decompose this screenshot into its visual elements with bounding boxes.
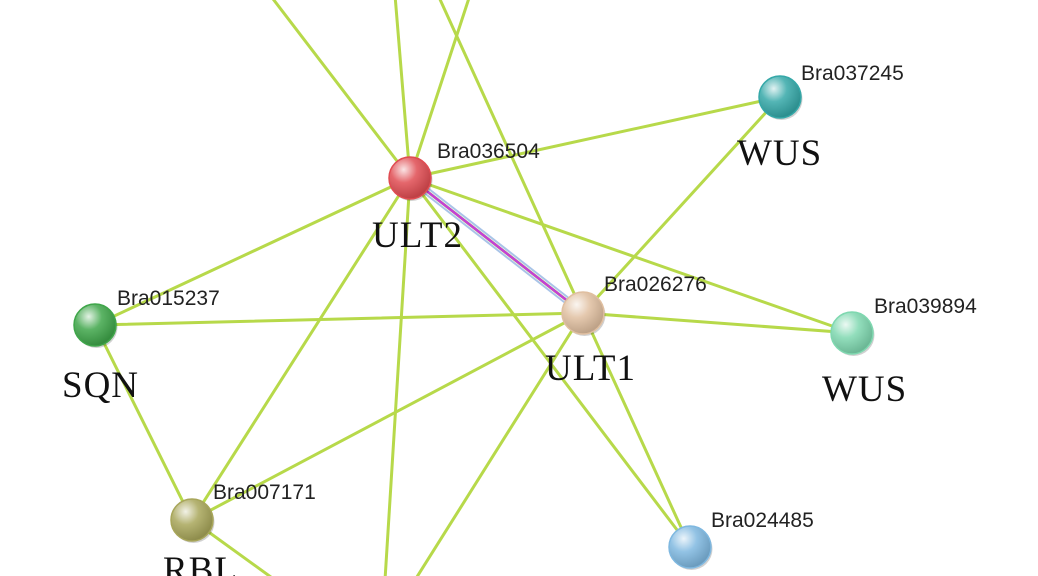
node-ring bbox=[830, 311, 874, 355]
node-id-label: Bra026276 bbox=[604, 273, 707, 296]
node-gloss bbox=[171, 499, 213, 541]
node-gene-label: RBL bbox=[163, 550, 238, 576]
edge-n036504-n024485 bbox=[408, 176, 692, 549]
edge-offscreen bbox=[271, 0, 412, 180]
edge-n036504-n039894 bbox=[408, 176, 854, 335]
strong-edge-layer bbox=[407, 174, 586, 317]
node-ring bbox=[758, 75, 802, 119]
strong-edge-line bbox=[409, 177, 584, 314]
node-gene-label: WUS bbox=[737, 133, 822, 174]
node-gene-label: SQN bbox=[62, 365, 139, 406]
node-gloss bbox=[759, 76, 801, 118]
node-id-label: Bra037245 bbox=[801, 62, 904, 85]
node-ring bbox=[170, 498, 214, 542]
edges-to-offscreen-nodes bbox=[190, 0, 585, 576]
edge-n036504-n015237 bbox=[93, 176, 412, 327]
edge-offscreen bbox=[415, 311, 585, 576]
edge-n026276-n037245 bbox=[581, 95, 782, 315]
edge-offscreen bbox=[383, 176, 412, 576]
node-gene-label: WUS bbox=[822, 369, 907, 410]
node-ring bbox=[73, 303, 117, 347]
edges-layer bbox=[93, 95, 854, 549]
node-gloss bbox=[74, 304, 116, 346]
node-ring bbox=[388, 156, 432, 200]
node-gloss bbox=[562, 292, 604, 334]
edge-offscreen bbox=[408, 0, 470, 180]
node-gloss bbox=[389, 157, 431, 199]
node-gloss bbox=[669, 526, 711, 568]
edge-offscreen bbox=[438, 0, 585, 315]
edge-n026276-n015237 bbox=[93, 311, 585, 327]
nodes-layer: Bra036504ULT2Bra026276ULT1Bra037245WUSBr… bbox=[62, 62, 977, 576]
edge-n026276-n024485 bbox=[581, 311, 692, 549]
strong-edge-line bbox=[407, 179, 582, 317]
node-id-label: Bra015237 bbox=[117, 287, 220, 310]
node-id-label: Bra039894 bbox=[874, 295, 977, 318]
node-n024485[interactable]: Bra024485 bbox=[668, 509, 814, 570]
node-id-label: Bra036504 bbox=[437, 140, 540, 163]
strong-edge-line bbox=[411, 174, 586, 312]
edge-n015237-n007171 bbox=[93, 323, 194, 522]
edge-n026276-n007171 bbox=[190, 311, 585, 522]
node-id-label: Bra024485 bbox=[711, 509, 814, 532]
edge-n036504-n007171 bbox=[190, 176, 412, 522]
edge-n036504-n037245 bbox=[408, 95, 782, 180]
node-gene-label: ULT2 bbox=[372, 215, 463, 256]
edge-n026276-n039894 bbox=[581, 311, 854, 335]
node-ring bbox=[668, 525, 712, 569]
node-id-label: Bra007171 bbox=[213, 481, 316, 504]
node-ring bbox=[561, 291, 605, 335]
edge-offscreen bbox=[393, 0, 412, 180]
node-gloss bbox=[831, 312, 873, 354]
node-gene-label: ULT1 bbox=[545, 348, 636, 389]
